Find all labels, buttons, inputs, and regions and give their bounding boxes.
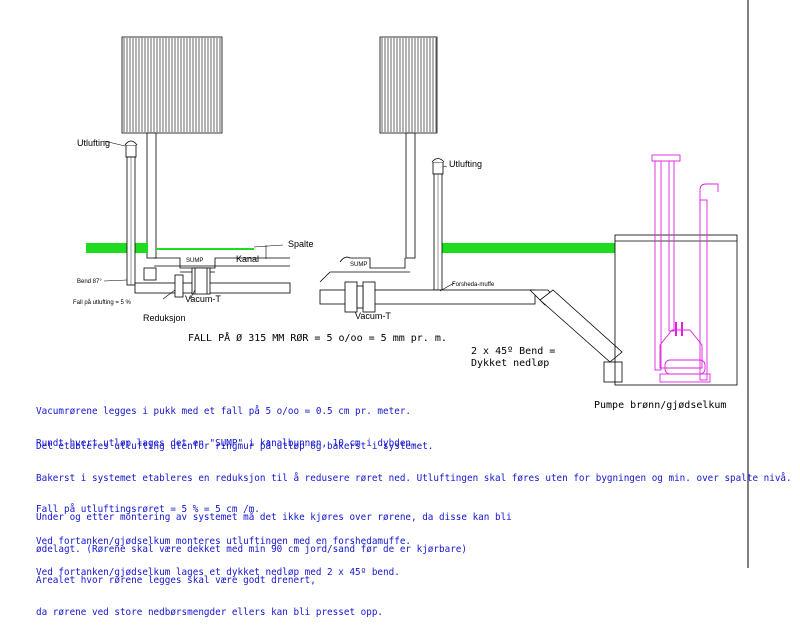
- utlufting-left-label: Utlufting: [77, 138, 110, 148]
- note-line: Under og etter montering av systemet må …: [36, 512, 512, 523]
- right-main-pipe: [319, 281, 623, 383]
- reduksjon-label: Reduksjon: [143, 313, 186, 323]
- ground-level: [86, 243, 615, 253]
- kanal-channel: [154, 257, 290, 273]
- notes-paragraph-3: Under og etter montering av systemet må …: [36, 492, 512, 629]
- note-line: Vacumrørene legges i pukk med et fall på…: [36, 406, 412, 417]
- bend-label-line1: 2 x 45º Bend =: [471, 346, 555, 357]
- fall-utlufting-label: Fall på utlufting = 5 %: [73, 299, 132, 306]
- note-line: Bakerst i systemet etableres en reduksjo…: [36, 472, 792, 484]
- spalte-label: Spalte: [288, 239, 314, 249]
- vacum-t-right-label: Vacum-T: [355, 311, 391, 321]
- utlufting-right-label: Utlufting: [449, 159, 482, 169]
- note-line: Ved fortanken/gjødselkum monteres utluft…: [36, 535, 412, 547]
- sump-left-label: SUMP: [186, 258, 203, 264]
- drainage-system-drawing: Utlufting Utlufting Spalte Kanal SUMP SU…: [73, 0, 749, 568]
- note-line: ødelagt. (Rørene skal være dekket med mi…: [36, 543, 467, 555]
- fall-main-label: FALL PÅ Ø 315 MM RØR = 5 o/oo = 5 mm pr.…: [188, 331, 447, 344]
- pump-well: [614, 234, 738, 386]
- vacum-t-left-label: Vacum-T: [185, 294, 221, 304]
- kanal-channel-right: [319, 256, 410, 283]
- left-building-wall: [121, 36, 223, 259]
- note-line: Fall på utluftingsrøret = 5 % = 5 cm /m.: [36, 504, 260, 515]
- leader-lines: [103, 140, 455, 300]
- right-vent-pipe: [431, 158, 445, 293]
- note-line: da rørene ved store nedbørsmengder eller…: [36, 606, 384, 618]
- sump-right-label: SUMP: [350, 262, 367, 268]
- bend-label-line2: Dykket nedløp: [471, 358, 549, 369]
- note-line: Rundt hvert utløp lages det en "SUMP" i …: [36, 437, 417, 449]
- pumpe-label: Pumpe brønn/gjødselkum: [594, 400, 726, 411]
- bend87-label: Bend 87°: [77, 279, 102, 285]
- notes-paragraph-1: Vacumrørene legges i pukk med et fall på…: [36, 386, 417, 460]
- note-line: Det etableres utlufting utenfor ringmur …: [36, 441, 434, 452]
- forsheda-label: Forsheda-muffe: [452, 282, 495, 288]
- right-building-wall: [379, 36, 438, 259]
- note-line: Arealet hvor rørene legges skal være god…: [36, 575, 316, 586]
- left-main-pipe: [134, 267, 291, 298]
- pump-unit: [651, 154, 719, 383]
- kanal-label: Kanal: [236, 254, 259, 264]
- left-vent-pipe: [124, 140, 157, 286]
